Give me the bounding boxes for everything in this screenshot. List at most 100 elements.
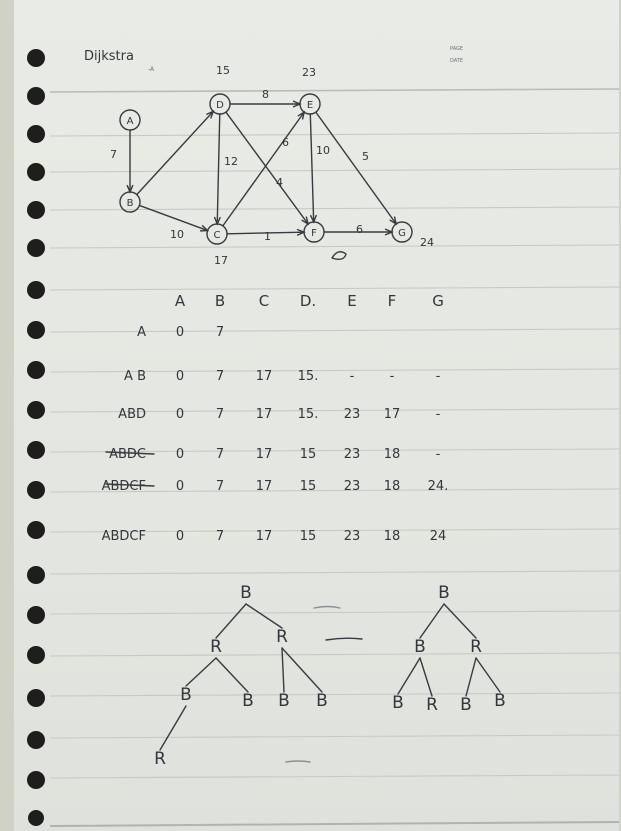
table-cell: 18 [384,529,401,544]
binder-holes [27,49,45,826]
tree-node: B [242,691,254,711]
tree-node: R [470,637,482,657]
graph-node [391,221,413,243]
table-row-label: A B [124,369,146,384]
binder-hole [27,606,45,624]
tree-edge [159,705,187,751]
tree-edge [475,657,501,693]
ruled-line [49,528,619,533]
binder-hole [27,731,45,749]
table-cell: 7 [216,447,224,462]
graph-edge [138,204,209,232]
node-distance: 24 [420,236,434,249]
binder-hole [27,281,45,299]
table-cell: - [436,447,441,462]
tree-edge [419,657,433,697]
table-cell: 17 [384,407,401,422]
edge-weight: 10 [170,228,184,241]
table-cell: 7 [216,407,224,422]
node-distance: 15 [216,64,230,77]
table-cell: 0 [176,407,184,422]
tree-node: B [460,695,472,715]
ruled-line [49,328,619,333]
binder-hole [27,239,45,257]
graph-node [206,223,228,245]
binder-hole [27,646,45,664]
binder-hole [27,125,45,143]
binder-hole [27,361,45,379]
node-label: G [398,228,406,239]
table-cell: 23 [344,529,361,544]
table-cell: 7 [216,325,224,340]
graph-edge [226,231,305,235]
graph-node [299,93,321,115]
binder-hole [27,566,45,584]
table-row-label: ABDCF [102,529,146,544]
table-cell: - [350,369,355,384]
tree-edge [465,657,477,697]
ink-dash [325,637,363,641]
table-cell: - [436,369,441,384]
tree-node: B [316,691,328,711]
edge-weight: 6 [356,223,363,236]
tree-edge [185,657,217,687]
tree-edge [245,603,283,629]
table-cell: 15. [298,407,319,422]
table-cell: 0 [176,325,184,340]
table-cell: 17 [256,479,273,494]
tree-node: B [180,685,192,705]
graph-edge [222,111,305,227]
table-cell: 0 [176,479,184,494]
tree-node: B [438,583,450,603]
table-cell: 17 [256,529,273,544]
table-cell: 17 [256,407,273,422]
title-mark: -A [148,66,155,73]
node-label: F [311,228,317,239]
edge-weight: 1 [264,230,271,243]
ruled-line [49,570,619,575]
corner-note-date: DATE [450,58,463,64]
node-distance: 23 [302,66,316,79]
ruled-line [49,610,619,615]
table-cell: 0 [176,447,184,462]
tree-node: B [414,637,426,657]
ruled-line [49,132,619,137]
table-cell: 15 [300,447,317,462]
ink-dash [313,605,341,609]
edge-weight: 12 [224,155,238,168]
tree-node: R [154,749,166,769]
ruled-line [49,734,619,739]
edge-weight: 6 [282,136,289,149]
binder-hole [27,49,45,67]
tree-node: B [392,693,404,713]
table-row-label: ABDC [109,447,146,462]
edge-weight: 5 [362,150,369,163]
graph-edge [216,113,221,225]
ruled-line [49,408,619,413]
binder-hole [27,481,45,499]
ruled-line [49,168,619,173]
table-cell: - [436,407,441,422]
tree-edge [281,647,323,693]
table-cell: 17 [256,447,273,462]
edge-weight: 7 [110,148,117,161]
table-row-label: ABD [118,407,146,422]
binder-hole [27,771,45,789]
tree-node: R [210,637,222,657]
strike-through [105,483,155,487]
tree-edge [215,603,247,639]
ruled-line [49,488,619,493]
graph-node [303,221,325,243]
ruled-line [49,652,619,657]
binder-hole [27,401,45,419]
node-distance: 17 [214,254,228,267]
ruled-line [49,286,619,291]
table-cell: 7 [216,369,224,384]
ink-dash [285,760,311,763]
table-cell: 23 [344,407,361,422]
node-label: E [307,100,313,111]
